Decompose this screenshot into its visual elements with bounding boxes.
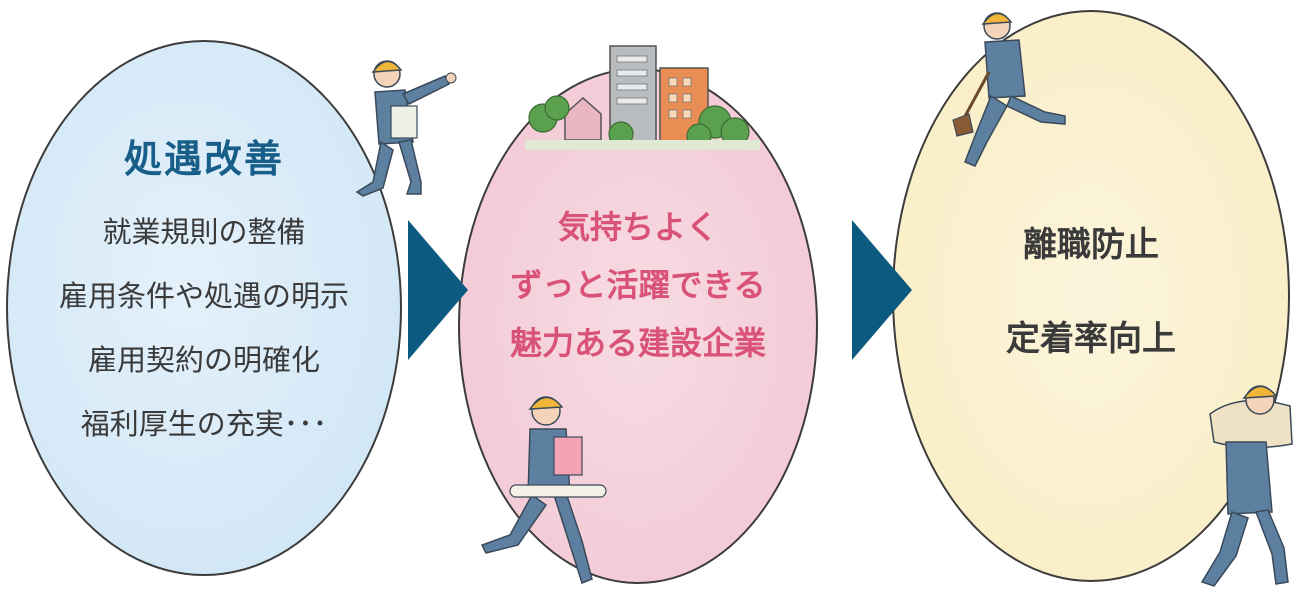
arrow-right-icon [408, 220, 468, 360]
center-line: 魅力ある建設企業 [509, 324, 766, 362]
list-item: 雇用条件や処遇の明示 [58, 279, 349, 313]
center-line: ずっと活躍できる [510, 266, 766, 304]
right-oval [892, 10, 1290, 582]
arrow-right-icon [852, 220, 912, 360]
list-item: 雇用契約の明確化 [87, 343, 320, 377]
list-item: 福利厚生の充実･･･ [80, 407, 328, 441]
right-panel-text: 離職防止 定着率向上 [892, 222, 1290, 362]
right-line: 離職防止 [1023, 225, 1159, 265]
buildings-icon [525, 45, 760, 150]
list-item: 就業規則の整備 [102, 215, 306, 249]
center-line: 気持ちよく [557, 208, 718, 246]
center-oval [458, 68, 818, 584]
worker-pointing-icon [355, 60, 457, 197]
left-panel-title: 処遇改善 [123, 137, 284, 181]
left-oval [6, 40, 402, 576]
worker-carrying-sack-icon [1200, 385, 1293, 587]
right-line: 定着率向上 [1006, 319, 1176, 359]
left-panel-list: 就業規則の整備 雇用条件や処遇の明示 雇用契約の明確化 福利厚生の充実･･･ [6, 200, 402, 456]
center-panel-text: 気持ちよく ずっと活躍できる 魅力ある建設企業 [458, 198, 818, 372]
worker-with-shovel-icon [952, 12, 1066, 167]
worker-with-plans-icon [480, 396, 607, 584]
